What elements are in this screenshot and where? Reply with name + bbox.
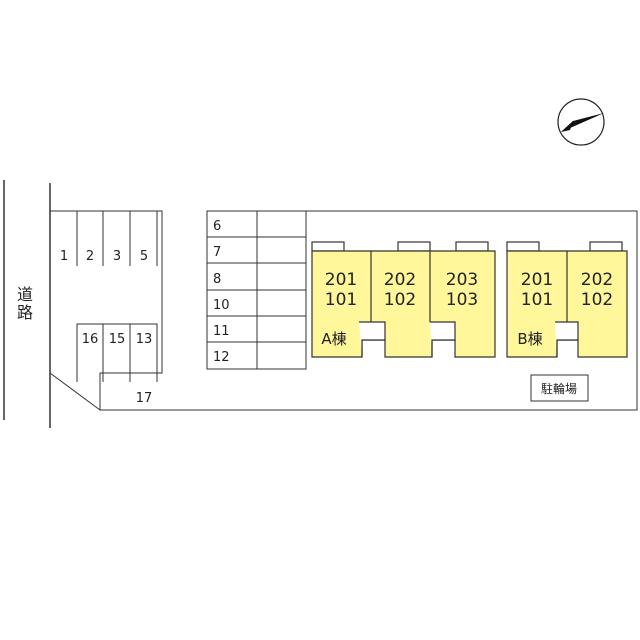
parking-space-12: 12 [213,350,230,365]
parking-space-15: 15 [109,332,126,347]
parking-column [206,210,307,370]
bicycle-parking-box [530,374,589,402]
parking-space-2: 2 [86,249,94,264]
site-boundary [50,210,638,411]
building-a-unit-102: 102 [384,290,416,310]
parking-top-row [76,211,158,266]
parking-space-3: 3 [113,249,121,264]
building-a [311,241,496,358]
building-b-unit-201: 201 [521,270,553,290]
building-a-unit-103: 103 [446,290,478,310]
parking-space-6: 6 [213,219,221,234]
building-b-unit-202: 202 [581,270,613,290]
site-corner-diagonal [49,372,101,411]
building-a-unit-203: 203 [446,270,478,290]
building-a-unit-202: 202 [384,270,416,290]
parking-space-7: 7 [213,245,221,260]
building-b-unit-102: 102 [581,290,613,310]
bicycle-parking-label: 駐輪場 [541,381,577,396]
parking-space-16: 16 [82,332,99,347]
parking-space-10: 10 [213,298,230,313]
road-label-2: 路 [17,303,33,322]
parking-space-13: 13 [136,332,153,347]
building-b-unit-101: 101 [521,290,553,310]
parking-space-5: 5 [140,249,148,264]
parking-space-8: 8 [213,272,221,287]
parking-space-17: 17 [136,391,153,406]
building-b-label: B棟 [517,330,542,348]
building-a-label: A棟 [321,330,346,348]
road-label-1: 道 [17,285,33,304]
compass-icon [557,98,605,146]
parking-space-11: 11 [213,324,230,339]
building-a-unit-101: 101 [325,290,357,310]
parking-space-1: 1 [60,249,68,264]
building-b [506,241,628,358]
building-a-unit-201: 201 [325,270,357,290]
parking-bottom-row [76,323,158,382]
